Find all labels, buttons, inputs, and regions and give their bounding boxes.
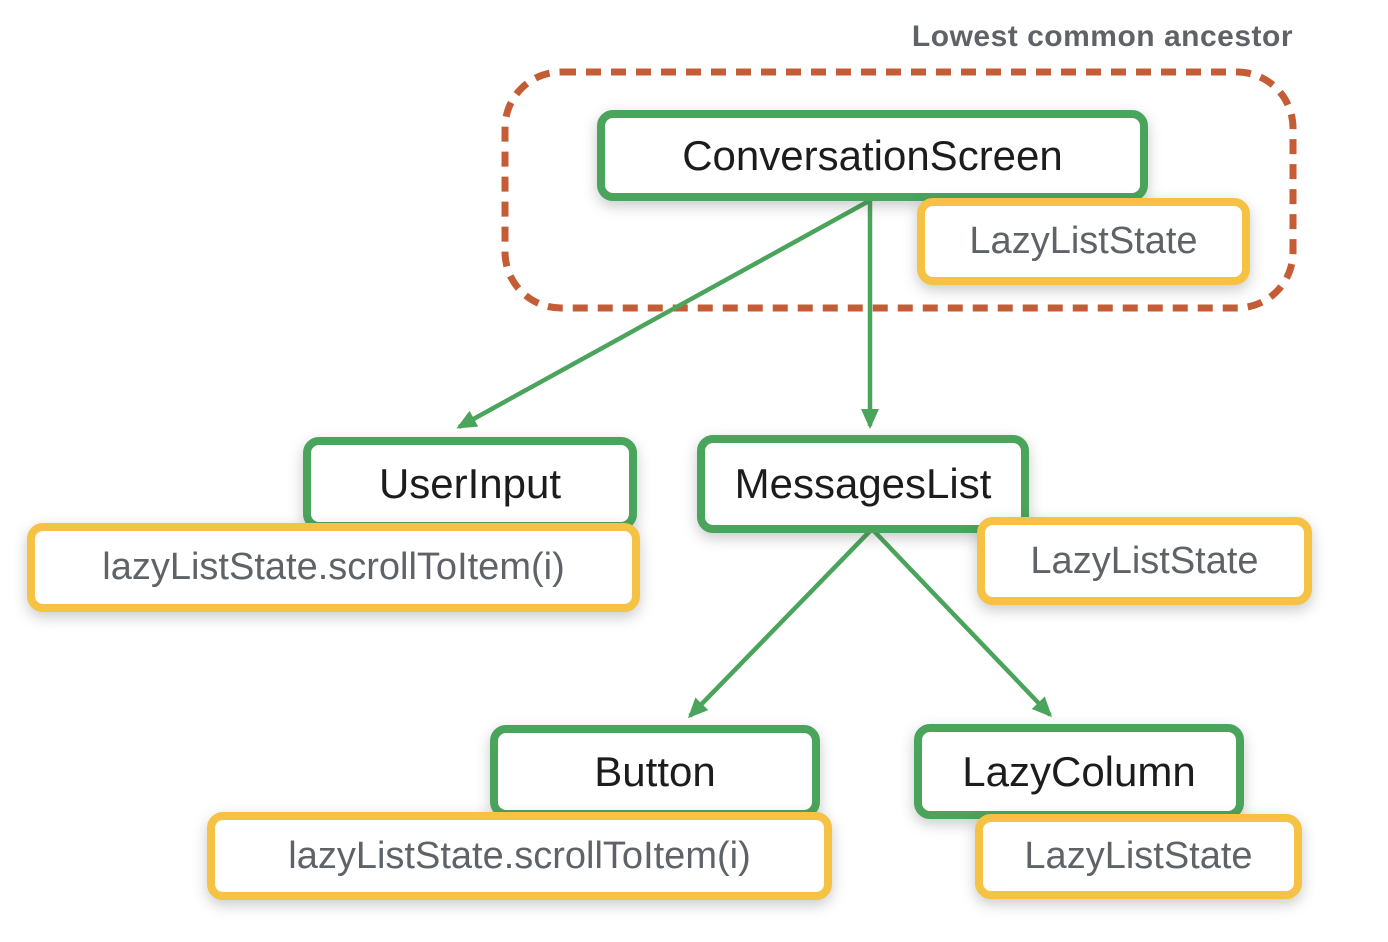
node-button: Button [490,725,820,818]
node-userinput-label: UserInput [378,459,562,507]
state-button-scrolltoitem: lazyListState.scrollToItem(i) [207,812,832,900]
edge-messageslist-button [687,528,873,719]
state-label: lazyListState.scrollToItem(i) [288,834,751,877]
state-label: lazyListState.scrollToItem(i) [102,546,565,588]
state-label: LazyListState [1030,539,1259,582]
state-conversationscreen-lazyliststate: LazyListState [917,198,1250,285]
edge-messageslist-lazycolumn [871,528,1053,718]
state-messageslist-lazyliststate: LazyListState [977,517,1312,605]
node-button-label: Button [594,747,716,795]
state-label: LazyListState [969,220,1198,262]
state-lazycolumn-lazyliststate: LazyListState [975,814,1302,899]
node-conversationscreen: ConversationScreen [597,110,1148,201]
edge-conversationscreen-userinput [456,199,871,429]
node-conversationscreen-label: ConversationScreen [682,131,1063,179]
node-lazycolumn: LazyColumn [914,724,1244,819]
node-messageslist-label: MessagesList [734,460,992,507]
node-userinput: UserInput [303,437,637,530]
node-lazycolumn-label: LazyColumn [962,747,1196,795]
state-label: LazyListState [1024,835,1253,877]
state-userinput-scrolltoitem: lazyListState.scrollToItem(i) [27,523,640,612]
node-messageslist: MessagesList [697,435,1029,533]
lowest-common-ancestor-label: Lowest common ancestor [911,20,1293,53]
lowest-common-ancestor-outline [501,68,1297,312]
